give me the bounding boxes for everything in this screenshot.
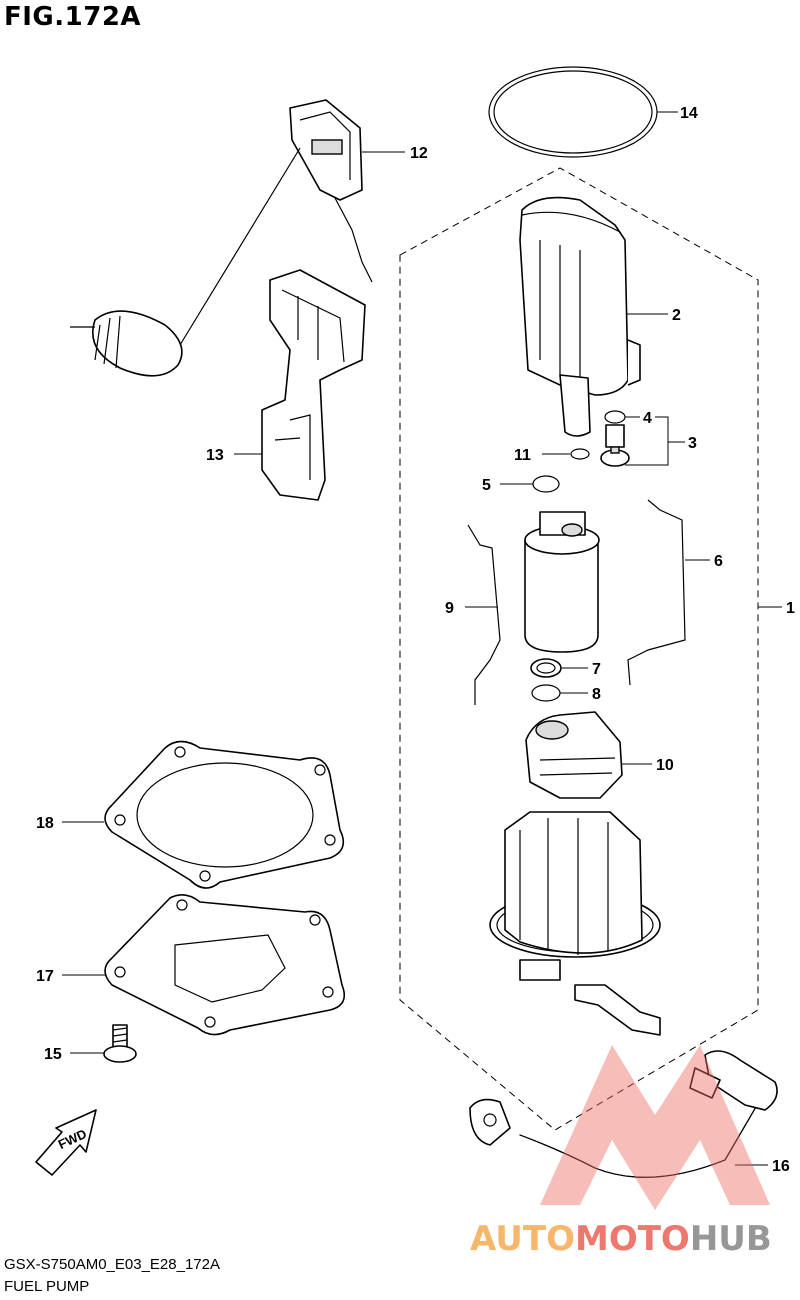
part-11-o-ring [570, 448, 590, 460]
part-17-plate [104, 894, 346, 1036]
fuel-pump-base [489, 811, 661, 1036]
callout-3: 3 [688, 435, 697, 452]
part-16-fuel-hose [469, 1050, 778, 1178]
callout-14: 14 [680, 105, 698, 122]
svg-text:AUTOMOTOHUB: AUTOMOTOHUB [470, 1219, 772, 1259]
callout-1: 1 [786, 600, 795, 617]
callout-4: 4 [643, 410, 652, 427]
callout-8: 8 [592, 686, 601, 703]
callout-12: 12 [410, 145, 428, 162]
part-15-bolt [103, 1024, 137, 1063]
part-9-wire [467, 524, 501, 705]
part-4-o-ring [604, 410, 626, 424]
part-5-o-ring [532, 475, 560, 493]
callout-16: 16 [772, 1158, 790, 1175]
callout-18: 18 [36, 815, 54, 832]
part-8-ring [531, 684, 561, 702]
watermark-brand: AUTOMOTOHUB [470, 1219, 772, 1259]
callout-6: 6 [714, 553, 723, 570]
figure-title: FIG.172A [4, 2, 142, 32]
callout-10: 10 [656, 757, 674, 774]
fwd-arrow-icon: FWD [35, 1109, 97, 1176]
callout-9: 9 [445, 600, 454, 617]
callout-7: 7 [592, 661, 601, 678]
assembly-boundary-1 [399, 167, 759, 1131]
part-14-o-ring [488, 66, 658, 158]
callout-15: 15 [44, 1046, 62, 1063]
watermark-logo [540, 1045, 770, 1210]
part-13-bracket [261, 269, 366, 501]
fuel-pump-motor [524, 511, 600, 653]
brand-moto: MOTO [575, 1219, 690, 1259]
leader-lines [62, 111, 782, 1166]
callout-2: 2 [672, 307, 681, 324]
part-10-holder [525, 711, 623, 799]
part-7-ring [530, 658, 562, 678]
part-3-regulator [600, 424, 630, 467]
model-code: GSX-S750AM0_E03_E28_172A [4, 1256, 220, 1273]
brand-hub: HUB [690, 1219, 772, 1259]
callout-5: 5 [482, 477, 491, 494]
part-18-gasket [104, 740, 345, 889]
part-6-wire [627, 499, 686, 686]
callout-17: 17 [36, 968, 54, 985]
brand-auto: AUTO [470, 1219, 575, 1259]
callout-13: 13 [206, 447, 224, 464]
part-2-filter-housing [519, 196, 641, 437]
section-name: FUEL PUMP [4, 1278, 90, 1295]
callout-11: 11 [514, 447, 531, 464]
part-12-fuel-level-gauge [70, 99, 373, 377]
